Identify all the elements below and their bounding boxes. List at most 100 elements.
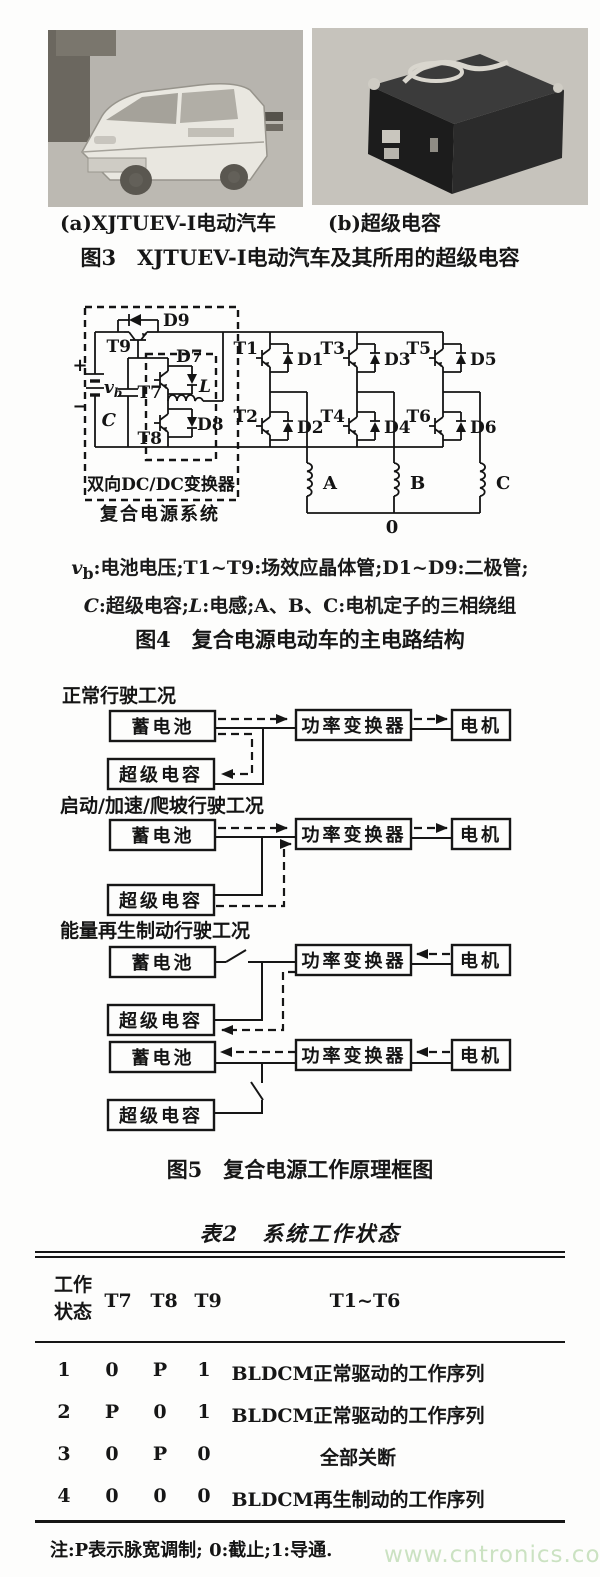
photo-electric-vehicle bbox=[48, 30, 303, 207]
svg-text:T1: T1 bbox=[234, 339, 258, 359]
svg-text:T8: T8 bbox=[138, 429, 162, 449]
t9-cell: 1 bbox=[197, 1401, 211, 1423]
legend-line-1: vb:电池电压;T1~T9:场效应晶体管;D1~D9:二极管; bbox=[71, 557, 529, 583]
inverter-leg-3 bbox=[428, 332, 486, 513]
figure5-caption: 图5 复合电源工作原理框图 bbox=[166, 1157, 434, 1182]
inductor-symbol bbox=[167, 394, 204, 402]
charge-supercap-dashed-arrow bbox=[218, 732, 254, 779]
svg-text:D6: D6 bbox=[470, 418, 497, 438]
photo-supercapacitor bbox=[312, 28, 588, 205]
supercap-block bbox=[106, 1098, 216, 1132]
svg-text:功率变换器: 功率变换器 bbox=[302, 950, 407, 972]
svg-text:D1: D1 bbox=[297, 350, 324, 370]
inverter-leg-2 bbox=[342, 332, 400, 513]
battery-voltage-label: vb bbox=[104, 378, 122, 400]
watermark: www.cntronics.com bbox=[384, 1542, 600, 1568]
supercapacitor-symbol bbox=[118, 357, 168, 447]
group1-title: 正常行驶工况 bbox=[62, 684, 176, 707]
svg-text:蓄电池: 蓄电池 bbox=[132, 1047, 195, 1069]
state-cell: 4 bbox=[57, 1485, 71, 1507]
desc-cell: 全部关断 bbox=[319, 1447, 396, 1469]
figure4-legend: vb:电池电压;T1~T9:场效应晶体管;D1~D9:二极管; C:超级电容;L… bbox=[0, 552, 600, 623]
svg-text:C: C bbox=[102, 410, 117, 431]
battery-minus: − bbox=[72, 396, 87, 417]
svg-text:蓄电池: 蓄电池 bbox=[132, 825, 195, 847]
table-top-rule-2 bbox=[35, 1256, 565, 1258]
converter-block bbox=[294, 708, 413, 742]
t8-cell: P bbox=[152, 1359, 168, 1381]
state-cell: 2 bbox=[57, 1401, 71, 1423]
svg-text:T7: T7 bbox=[138, 383, 162, 403]
dc-buses bbox=[95, 331, 443, 448]
t8-cell: P bbox=[152, 1443, 168, 1465]
t7-cell: 0 bbox=[105, 1359, 119, 1381]
header-t8: T8 bbox=[150, 1290, 178, 1312]
svg-text:T5: T5 bbox=[407, 339, 431, 359]
svg-text:T6: T6 bbox=[407, 407, 431, 427]
dcdc-dashed-box bbox=[83, 305, 240, 502]
winding-c-coil bbox=[479, 462, 486, 497]
svg-text:D5: D5 bbox=[470, 350, 497, 370]
header-t7: T7 bbox=[104, 1290, 132, 1312]
composite-system-label: 复合电源系统 bbox=[99, 503, 220, 525]
table-bottom-rule bbox=[35, 1520, 565, 1523]
t7-cell: 0 bbox=[105, 1443, 119, 1465]
converter-block bbox=[294, 943, 413, 977]
svg-text:0: 0 bbox=[386, 517, 399, 538]
desc-cell: BLDCM正常驱动的工作序列 bbox=[231, 1405, 485, 1427]
svg-text:D2: D2 bbox=[297, 418, 324, 438]
winding-b-coil bbox=[393, 462, 400, 497]
t7-cell: 0 bbox=[105, 1485, 119, 1507]
group3-title: 能量再生制动行驶工况 bbox=[60, 919, 250, 942]
dcdc-box-label: 双向DC/DC变换器 bbox=[87, 474, 236, 495]
converter-block bbox=[294, 817, 413, 851]
motor-block bbox=[450, 943, 512, 977]
svg-text:电机: 电机 bbox=[460, 824, 502, 846]
t7-cell: P bbox=[104, 1401, 120, 1423]
figure4-caption: 图4 复合电源电动车的主电路结构 bbox=[135, 627, 465, 652]
photo-a-label: (a)XJTUEV-I电动汽车 bbox=[60, 211, 277, 235]
block-diagram-figure5: 正常行驶工况 蓄电池 超级电容 功率变换器 电机 启动/加速/爬坡行驶工况 蓄电… bbox=[60, 684, 512, 1132]
svg-text:D4: D4 bbox=[384, 418, 411, 438]
buckboost-dashed-box bbox=[144, 352, 218, 462]
supercap-boost-dashed-arrow bbox=[216, 839, 292, 908]
group-regenerative-braking: 能量再生制动行驶工况 蓄电池 功率变换器 电机 超级电容 蓄电池 功率变换器 电… bbox=[60, 919, 512, 1132]
svg-text:D9: D9 bbox=[163, 311, 190, 331]
svg-text:超级电容: 超级电容 bbox=[119, 1105, 203, 1127]
svg-text:L: L bbox=[198, 377, 211, 397]
group2-title: 启动/加速/爬坡行驶工况 bbox=[60, 794, 264, 817]
group-normal-driving: 正常行驶工况 蓄电池 超级电容 功率变换器 电机 bbox=[62, 684, 512, 791]
table-top-rule-1 bbox=[35, 1251, 565, 1253]
svg-text:功率变换器: 功率变换器 bbox=[302, 1045, 407, 1067]
svg-text:功率变换器: 功率变换器 bbox=[302, 715, 407, 737]
photo-b-label: (b)超级电容 bbox=[328, 211, 441, 235]
svg-text:超级电容: 超级电容 bbox=[119, 890, 203, 912]
svg-text:A: A bbox=[322, 473, 338, 494]
svg-text:T3: T3 bbox=[321, 339, 345, 359]
group-accelerating-driving: 启动/加速/爬坡行驶工况 蓄电池 超级电容 功率变换器 电机 bbox=[60, 794, 512, 917]
regen-to-supercap-dashed-arrow bbox=[221, 970, 296, 1035]
svg-text:超级电容: 超级电容 bbox=[119, 764, 203, 786]
battery-plus: + bbox=[72, 355, 87, 376]
motor-block bbox=[450, 1038, 512, 1072]
battery-block bbox=[108, 1040, 217, 1074]
svg-text:B: B bbox=[410, 473, 425, 494]
t9-cell: 1 bbox=[197, 1359, 211, 1381]
circuit-diagram-figure4: D9 T9 + − vb C T7 D7 L T8 D8 T1 D1 T2 D2… bbox=[72, 305, 510, 538]
svg-text:电机: 电机 bbox=[460, 950, 502, 972]
battery-symbol bbox=[86, 332, 104, 447]
inverter-leg-1 bbox=[255, 332, 313, 513]
table-mid-rule bbox=[35, 1341, 565, 1343]
svg-text:功率变换器: 功率变换器 bbox=[302, 824, 407, 846]
figure3-caption: 图3 XJTUEV-I电动汽车及其所用的超级电容 bbox=[80, 245, 520, 270]
table2-title: 表2 系统工作状态 bbox=[199, 1221, 401, 1246]
svg-text:D8: D8 bbox=[197, 415, 224, 435]
svg-text:超级电容: 超级电容 bbox=[119, 1010, 203, 1032]
t9-cell: 0 bbox=[197, 1485, 211, 1507]
state-cell: 3 bbox=[57, 1443, 71, 1465]
svg-text:电机: 电机 bbox=[460, 715, 502, 737]
t9-cell: 0 bbox=[197, 1443, 211, 1465]
battery-block bbox=[108, 818, 217, 852]
svg-text:C: C bbox=[496, 473, 510, 494]
